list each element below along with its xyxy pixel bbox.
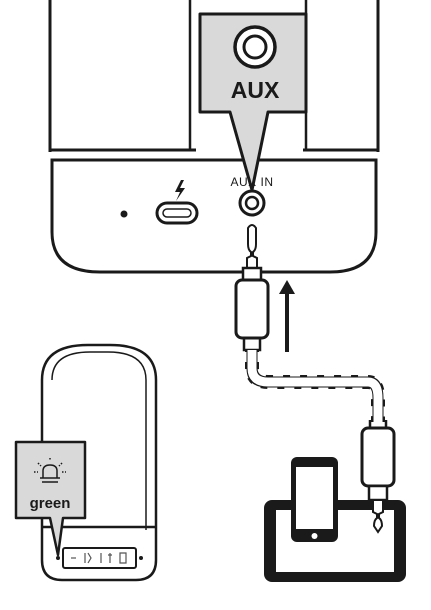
- status-dot-icon: [120, 210, 128, 218]
- plug-tip-overlay: [372, 499, 384, 534]
- aux-callout-bubble: AUX: [198, 12, 308, 192]
- aux-jack-icon: [233, 25, 277, 69]
- led-color-label: green: [30, 495, 71, 512]
- speaker-right-dot: [139, 556, 143, 560]
- speaker-control-panel: [62, 547, 137, 569]
- control-button-icons: [71, 552, 127, 564]
- aux-label: AUX: [231, 77, 280, 103]
- usb-c-port: [155, 201, 199, 225]
- speaker-full: [40, 343, 158, 582]
- smartphone-device: [291, 457, 338, 542]
- speaker-body: [48, 0, 380, 152]
- aux-in-jack: [238, 189, 266, 217]
- led-callout-bubble: green: [14, 440, 87, 557]
- lightning-icon: [175, 180, 185, 201]
- aux-cable: [243, 350, 387, 422]
- insert-arrow-icon: [279, 280, 295, 352]
- speaker-base: [50, 158, 378, 274]
- led-light-icon: [34, 458, 66, 483]
- aux-plug-top: [234, 224, 270, 352]
- speaker-led-dot: [56, 556, 60, 560]
